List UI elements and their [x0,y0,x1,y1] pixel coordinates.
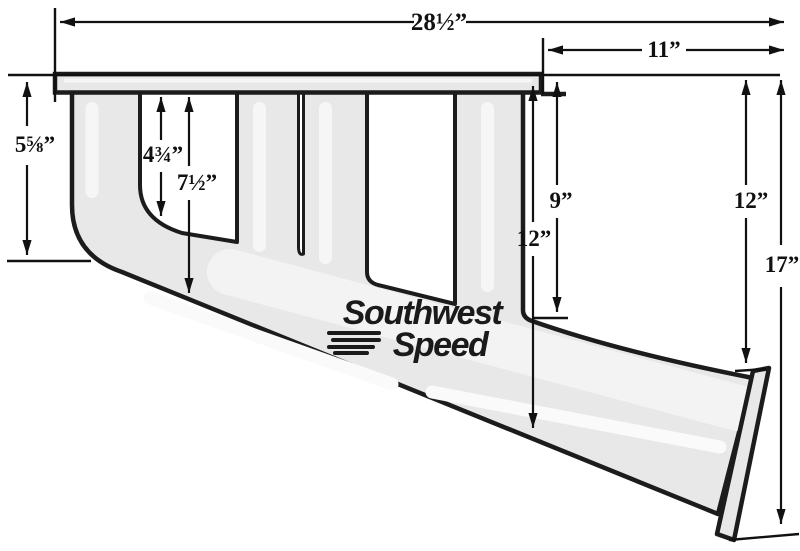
dim-collector-entry-label: 9” [550,188,573,213]
dim-overall-width-label: 28½” [411,9,467,36]
dim-end-flange-top-label: 12” [734,188,769,213]
dim-left-drop-label: 5⅝” [15,132,55,157]
tube4-highlight [481,102,494,292]
dim-collector-bottom-label: 12” [517,226,552,251]
tube1-highlight [85,102,99,198]
dim-end-flange-tip-label: 17” [765,252,800,277]
head-flange [52,71,544,95]
logo-line1: Southwest [343,294,505,332]
dim-right-span-label: 11” [647,37,680,62]
tube3-highlight [319,102,332,264]
extension-lines [7,8,800,542]
collector-stripe-right [425,385,727,454]
dimension-lines [22,17,786,524]
ext-12r-tick [734,367,767,373]
collector-wide-sheen [207,249,761,431]
speed-lines-icon [327,331,381,355]
tube2-highlight [253,102,266,252]
tube-gap-2 [297,90,305,256]
logo: Southwest Speed [327,294,506,364]
collector-stripe-left [143,291,399,391]
tube-gap-3 [365,90,457,306]
logo-line2: Speed [393,326,490,364]
dim-outer-tube-drop-label: 7½” [177,170,217,195]
dim-inner-tube-drop-label: 4¾” [143,142,183,167]
ext-17-tick [728,532,800,542]
